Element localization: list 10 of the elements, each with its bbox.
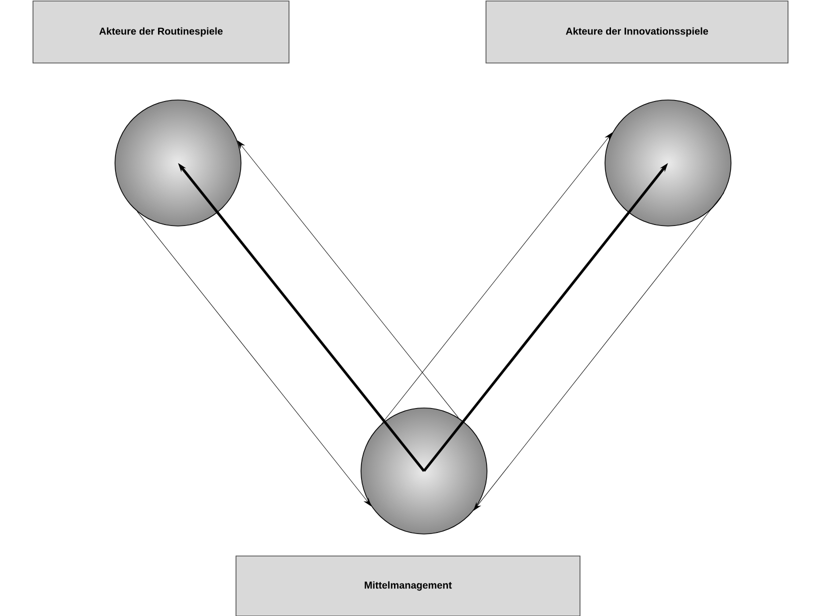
label-box: Akteure der Innovationsspiele <box>486 0 788 64</box>
arrow <box>237 140 459 418</box>
arrow <box>137 211 372 506</box>
sphere <box>114 100 242 226</box>
label-box: Akteure der Routinespiele <box>32 0 290 64</box>
sphere <box>360 408 488 534</box>
arrow <box>474 192 724 511</box>
label-box: Mittelmanagement <box>236 556 580 616</box>
arrow <box>381 132 612 424</box>
sphere <box>604 100 732 226</box>
